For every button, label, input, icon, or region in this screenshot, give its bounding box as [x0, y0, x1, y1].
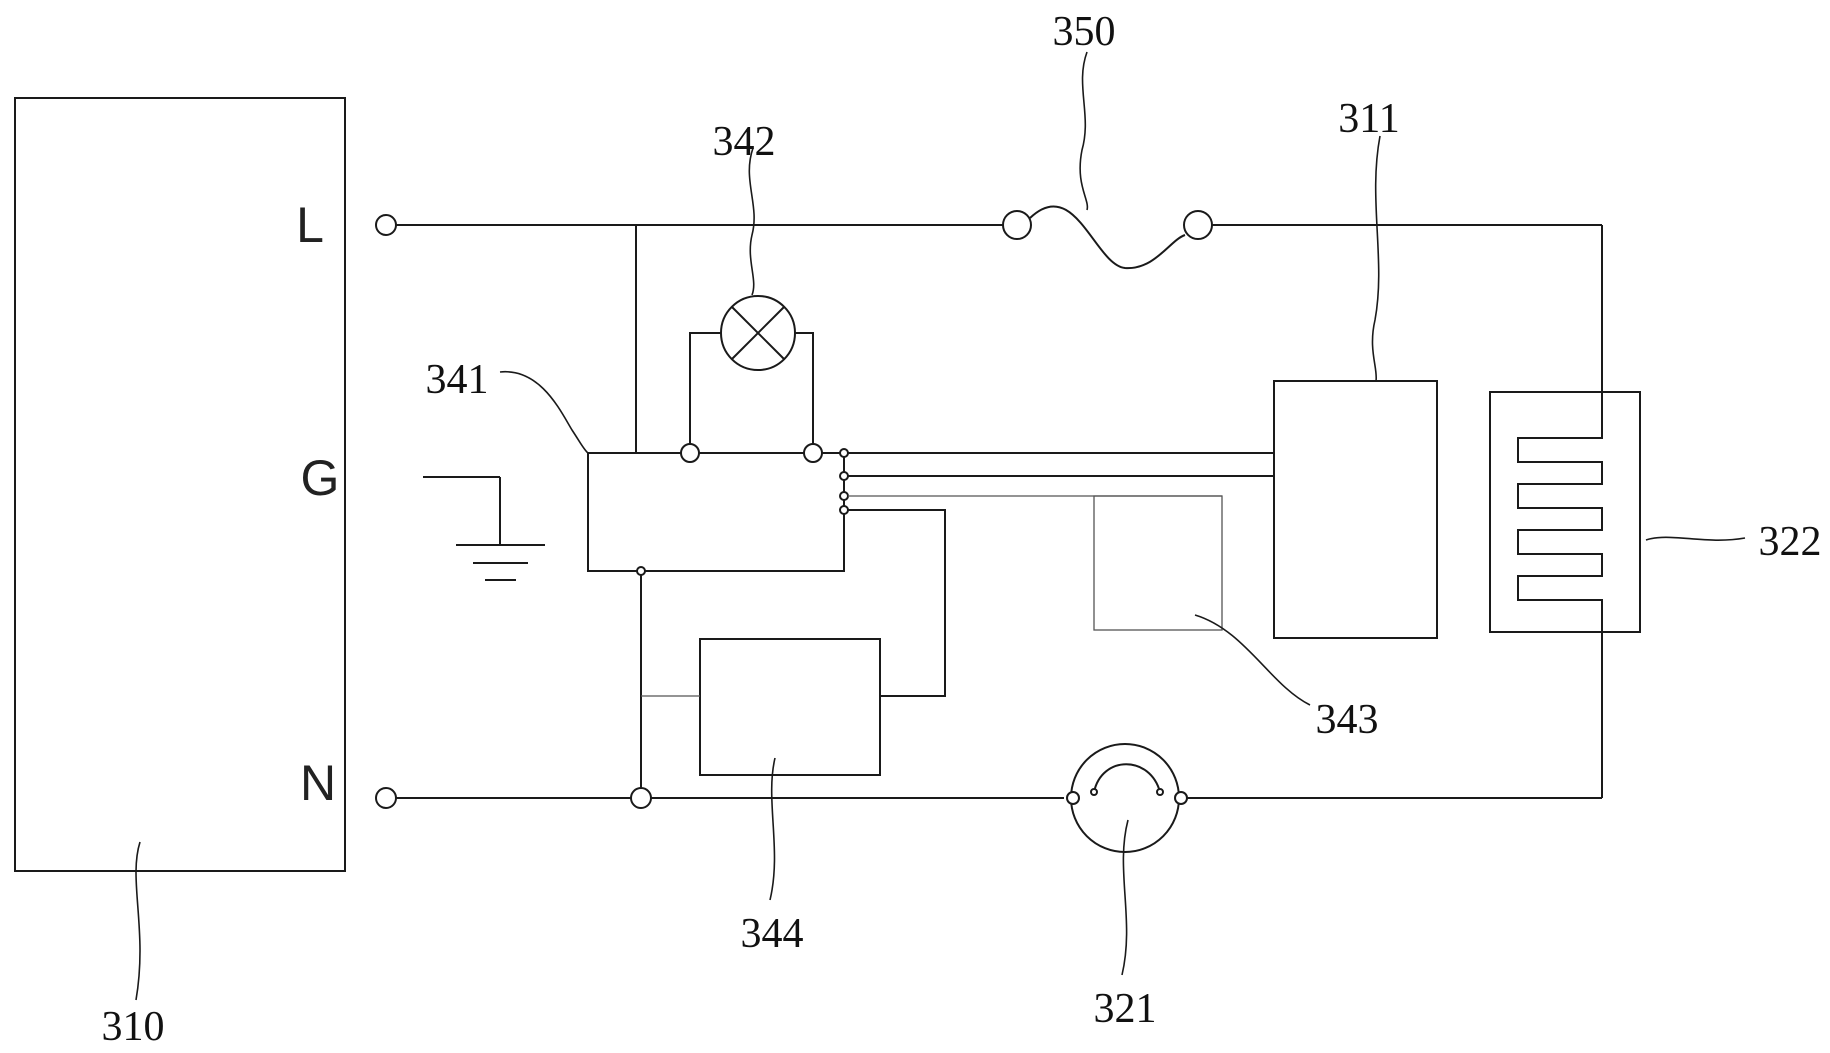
- leader-344: [769, 757, 776, 901]
- terminal-label-ground: G: [301, 450, 340, 506]
- module-343-box: [1093, 495, 1223, 631]
- lamp-wire-right: [793, 332, 814, 444]
- neutral-junction-node: [630, 787, 652, 809]
- label-310: 310: [102, 1004, 165, 1050]
- leader-321: [1121, 819, 1129, 976]
- fuse-left-contact: [1002, 210, 1032, 240]
- label-321: 321: [1094, 986, 1157, 1032]
- heater-element: [1517, 392, 1603, 632]
- terminal-label-live: L: [296, 197, 324, 253]
- fuse-element: [1029, 205, 1186, 270]
- heater-box: [1489, 391, 1641, 633]
- leader-322: [1645, 536, 1746, 541]
- thermostat-arc-end-left: [1090, 788, 1098, 796]
- leader-350: [1079, 51, 1089, 211]
- label-311: 311: [1338, 96, 1399, 142]
- neutral-terminal-node: [375, 787, 397, 809]
- label-344: 344: [741, 911, 804, 957]
- controller-port-3: [839, 491, 849, 501]
- label-350: 350: [1053, 9, 1116, 55]
- controller-module-344-wire: [848, 509, 946, 697]
- label-342: 342: [713, 119, 776, 165]
- leader-341: [499, 371, 589, 454]
- controller-lamp-node-right: [803, 443, 823, 463]
- leader-311: [1371, 135, 1381, 382]
- thermostat-arc: [1093, 763, 1161, 793]
- label-322: 322: [1759, 519, 1822, 565]
- live-terminal-node: [375, 214, 397, 236]
- controller-port-4: [839, 505, 849, 515]
- label-343: 343: [1316, 697, 1379, 743]
- module-344-box: [699, 638, 881, 776]
- sensor-box: [1273, 380, 1438, 639]
- leader-343: [1194, 614, 1311, 706]
- lamp-wire-left: [689, 332, 722, 444]
- thermostat-left-contact: [1066, 791, 1080, 805]
- fuse-right-contact: [1183, 210, 1213, 240]
- lamp-cross-b: [731, 306, 785, 360]
- terminal-label-neutral: N: [300, 755, 336, 811]
- controller-port-2: [839, 471, 849, 481]
- controller-lamp-node-left: [680, 443, 700, 463]
- power-source-box: [14, 97, 346, 872]
- thermostat-right-contact: [1174, 791, 1188, 805]
- leader-342: [748, 147, 755, 296]
- leader-310: [135, 841, 141, 1001]
- controller-bottom-port: [636, 566, 646, 576]
- controller-port-1: [839, 448, 849, 458]
- label-341: 341: [426, 357, 489, 403]
- controller-box: [587, 452, 845, 572]
- thermostat-arc-end-right: [1156, 788, 1164, 796]
